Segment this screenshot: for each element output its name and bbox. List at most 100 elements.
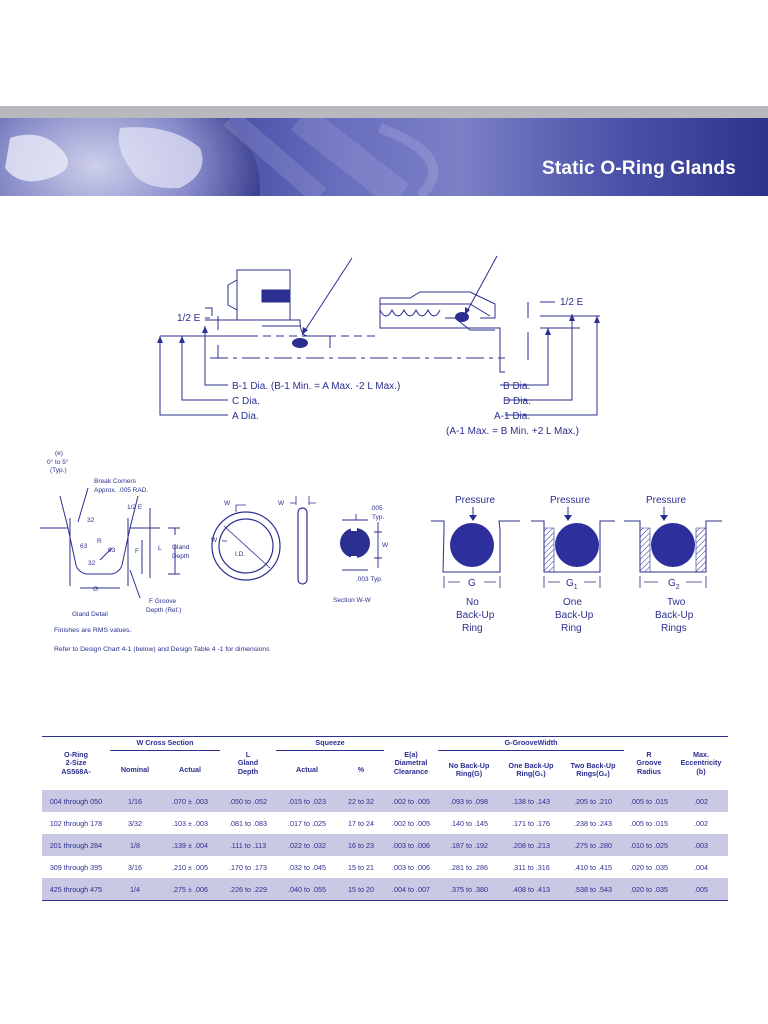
table-cell: .004 bbox=[694, 862, 708, 872]
col-w-cross-section: W Cross Section bbox=[110, 736, 220, 751]
table-cell: .138 to .143 bbox=[500, 790, 562, 813]
gland-g-label: G bbox=[93, 586, 98, 593]
table-cell: .311 to .316 bbox=[512, 862, 550, 872]
table-bottom-rule bbox=[42, 900, 728, 902]
oring-w-label-3: W bbox=[211, 537, 218, 544]
gland-f-label: F bbox=[135, 548, 139, 555]
table-cell: 3/16 bbox=[128, 862, 142, 872]
table-cell: .020 to .035 bbox=[624, 878, 674, 901]
table-cell: .015 to .023 bbox=[276, 790, 338, 813]
groove-g2-label: G2 bbox=[668, 578, 680, 591]
table-cell: .275 to .280 bbox=[562, 834, 624, 857]
groove-g-label: G bbox=[468, 578, 476, 589]
table-cell: 102 through 178 bbox=[49, 818, 103, 828]
table-cell: 17 to 24 bbox=[348, 818, 374, 828]
table-cell: 3/32 bbox=[128, 818, 142, 828]
gland-angle-label: 0° to 5° bbox=[47, 458, 69, 466]
table-cell: .375 to .380 bbox=[438, 878, 500, 901]
groove-g1-label: G1 bbox=[566, 578, 578, 591]
gland-32a-label: 32 bbox=[87, 517, 95, 524]
page-title: Static O-Ring Glands bbox=[541, 158, 736, 179]
col-squeeze-pct: % bbox=[357, 765, 365, 775]
table-cell: 201 through 284 bbox=[42, 834, 110, 857]
table-cell: .408 to .413 bbox=[500, 878, 562, 901]
gland-typ-label: (Typ.) bbox=[50, 467, 67, 474]
table-cell: .040 to .055 bbox=[276, 878, 338, 901]
a1-note-label: (A-1 Max. = B Min. +2 L Max.) bbox=[446, 426, 579, 437]
gland-e-label: (e) bbox=[55, 450, 63, 457]
gland-detail-caption: Gland Detail bbox=[72, 611, 108, 618]
table-cell: .005 bbox=[674, 878, 728, 901]
one-backup-line1: One bbox=[563, 597, 582, 608]
oring-w-label-1: W bbox=[224, 500, 231, 507]
table-cell: .010 to .025 bbox=[624, 834, 674, 857]
table-cell: .111 to .113 bbox=[220, 834, 276, 857]
table-cell: .003 bbox=[674, 834, 728, 857]
table-cell: 15 to 21 bbox=[348, 862, 374, 872]
gland-l-label: L bbox=[158, 545, 162, 552]
table-cell: .070 ± .003 bbox=[160, 790, 220, 813]
table-cell: .205 to .210 bbox=[562, 790, 624, 813]
table-cell: .410 to .415 bbox=[574, 862, 612, 872]
table-cell: 1/4 bbox=[110, 878, 160, 901]
section-typ-label: Typ. bbox=[372, 514, 384, 521]
gland-32b-label: 32 bbox=[88, 560, 96, 567]
table-cell: .140 to .145 bbox=[450, 818, 488, 828]
table-cell: .538 to .543 bbox=[562, 878, 624, 901]
a1-dia-label: A-1 Dia. bbox=[494, 411, 530, 422]
section-005-label: .005 bbox=[370, 505, 383, 512]
depth-ref-label: Depth (Ref.) bbox=[146, 607, 181, 614]
gland-depth-label-2: Depth bbox=[172, 553, 190, 560]
col-actual: Actual bbox=[179, 765, 201, 775]
table-cell: .238 to .243 bbox=[574, 818, 612, 828]
table-cell: .171 to .176 bbox=[512, 818, 550, 828]
two-backup-line1: Two bbox=[667, 597, 686, 608]
two-backup-line2: Back-Up bbox=[655, 610, 694, 621]
no-backup-line1: No bbox=[466, 597, 479, 608]
header-gray-strip bbox=[0, 106, 768, 118]
half-e-right-label: 1/2 E bbox=[560, 297, 584, 308]
a-dia-label: A Dia. bbox=[232, 411, 259, 422]
table-cell: .002 bbox=[694, 818, 708, 828]
col-max-eccentricity: Max.Eccentricity(b) bbox=[680, 749, 722, 776]
table-cell: 425 through 475 bbox=[42, 878, 110, 901]
b-dia-label: B Dia. bbox=[503, 381, 530, 392]
d-dia-label: D Dia. bbox=[503, 396, 531, 407]
gland-63b-label: 63 bbox=[108, 547, 116, 554]
table-cell: .170 to .173 bbox=[229, 862, 267, 872]
gland-63a-label: 63 bbox=[80, 543, 88, 550]
table-cell: .005 to .015 bbox=[624, 790, 674, 813]
no-backup-line2: Back-Up bbox=[456, 610, 495, 621]
pressure-label-2: Pressure bbox=[550, 495, 590, 506]
table-cell: .020 to .035 bbox=[630, 862, 668, 872]
table-cell: .139 ± .004 bbox=[160, 834, 220, 857]
table-cell: .050 to .052 bbox=[220, 790, 276, 813]
table-cell: 22 to 32 bbox=[338, 790, 384, 813]
gland-depth-label-1: Gland bbox=[172, 544, 190, 551]
table-cell: 004 through 050 bbox=[42, 790, 110, 813]
col-squeeze: Squeeze bbox=[276, 736, 384, 751]
pressure-label-3: Pressure bbox=[646, 495, 686, 506]
col-groove-width: G-GrooveWidth bbox=[438, 736, 624, 751]
approx-rad-label: Approx. .005 RAD. bbox=[94, 487, 148, 494]
table-cell: .210 ± .005 bbox=[172, 862, 208, 872]
table-cell: 15 to 20 bbox=[338, 878, 384, 901]
table-cell: .093 to .098 bbox=[438, 790, 500, 813]
header-banner: Static O-Ring Glands bbox=[0, 118, 768, 196]
table-cell: .002 to .005 bbox=[392, 818, 430, 828]
table-cell: .081 to .083 bbox=[229, 818, 267, 828]
half-e-left-label: 1/2 E bbox=[177, 313, 201, 324]
table-cell: 309 through 395 bbox=[49, 862, 103, 872]
section-003-label: .003 Typ. bbox=[356, 576, 383, 583]
